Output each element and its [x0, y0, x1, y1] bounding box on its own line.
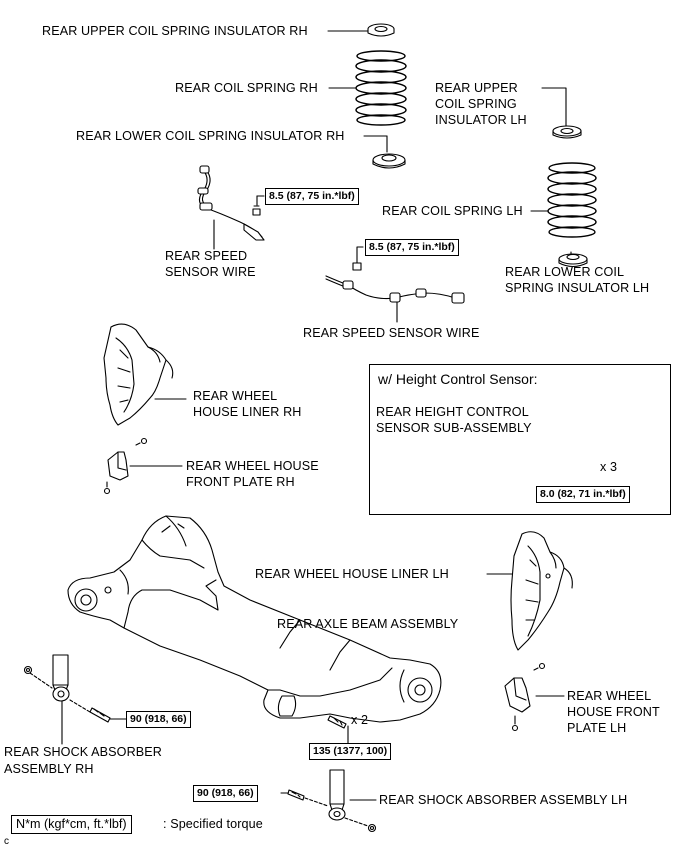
wheel-house-front-plate-lh-shape — [504, 662, 546, 732]
speed-sensor-wire-rh-shape — [197, 165, 265, 241]
label-shock-rh-line1: REAR SHOCK ABSORBER — [4, 745, 162, 759]
label-bolt-quantity: x 2 — [351, 713, 369, 727]
label-shock-rh-line2: ASSEMBLY RH — [4, 762, 94, 776]
label-upper-insulator-lh-line2: COIL SPRING — [435, 97, 517, 111]
torque-shock-rh: 90 (918, 66) — [126, 711, 191, 728]
torque-sensor-rh: 8.5 (87, 75 in.*lbf) — [265, 188, 359, 205]
wheel-house-liner-lh-shape — [510, 531, 573, 651]
speed-sensor-wire-lh-shape — [325, 262, 465, 304]
lower-insulator-lh-shape — [558, 253, 588, 268]
label-upper-insulator-lh-line1: REAR UPPER — [435, 81, 518, 95]
label-lower-insulator-lh-line2: SPRING INSULATOR LH — [505, 281, 650, 295]
height-control-panel: w/ Height Control Sensor: REAR HEIGHT CO… — [369, 364, 671, 515]
wheel-house-liner-rh-shape — [103, 323, 174, 426]
shock-absorber-rh-shape — [23, 654, 111, 723]
label-coil-spring-lh: REAR COIL SPRING LH — [382, 204, 523, 218]
torque-height-sensor: 8.0 (82, 71 in.*lbf) — [536, 486, 630, 503]
label-upper-insulator-rh: REAR UPPER COIL SPRING INSULATOR RH — [42, 24, 308, 38]
label-speed-sensor-lh: REAR SPEED SENSOR WIRE — [303, 326, 480, 340]
coil-spring-rh-shape — [355, 50, 407, 126]
label-speed-sensor-rh-line2: SENSOR WIRE — [165, 265, 256, 279]
axle-beam-shape — [67, 515, 442, 723]
label-lower-insulator-rh: REAR LOWER COIL SPRING INSULATOR RH — [76, 129, 345, 143]
upper-insulator-rh-shape — [367, 23, 395, 37]
label-lower-insulator-lh-line1: REAR LOWER COIL — [505, 265, 625, 279]
label-sensor-quantity: x 3 — [600, 460, 618, 474]
beam-bolt-shape — [327, 715, 347, 729]
label-front-plate-rh-line2: FRONT PLATE RH — [186, 475, 295, 489]
leader-lines — [61, 30, 578, 801]
label-wheel-liner-rh-line2: HOUSE LINER RH — [193, 405, 302, 419]
label-axle-beam: REAR AXLE BEAM ASSEMBLY — [277, 617, 459, 631]
height-panel-title: w/ Height Control Sensor: — [378, 371, 538, 387]
legend-units-box: N*m (kgf*cm, ft.*lbf) — [11, 815, 132, 834]
corner-code: c — [4, 836, 10, 847]
label-wheel-liner-rh-line1: REAR WHEEL — [193, 389, 278, 403]
shock-absorber-lh-shape — [287, 769, 377, 833]
legend-description: : Specified torque — [163, 817, 263, 831]
wheel-house-front-plate-rh-shape — [103, 437, 148, 495]
lower-insulator-rh-shape — [372, 153, 406, 169]
torque-sensor-lh: 8.5 (87, 75 in.*lbf) — [365, 239, 459, 256]
coil-spring-lh-shape — [547, 162, 597, 238]
label-wheel-liner-lh: REAR WHEEL HOUSE LINER LH — [255, 567, 449, 581]
label-speed-sensor-rh-line1: REAR SPEED — [165, 249, 248, 263]
label-height-sensor-line2: SENSOR SUB-ASSEMBLY — [376, 421, 532, 435]
label-upper-insulator-lh-line3: INSULATOR LH — [435, 113, 527, 127]
label-front-plate-lh-line1: REAR WHEEL — [567, 689, 652, 703]
upper-insulator-lh-shape — [552, 125, 582, 139]
torque-beam-bolt: 135 (1377, 100) — [309, 743, 392, 760]
label-shock-lh: REAR SHOCK ABSORBER ASSEMBLY LH — [379, 793, 628, 807]
label-front-plate-rh-line1: REAR WHEEL HOUSE — [186, 459, 319, 473]
label-front-plate-lh-line2: HOUSE FRONT — [567, 705, 660, 719]
torque-shock-lh: 90 (918, 66) — [193, 785, 258, 802]
label-coil-spring-rh: REAR COIL SPRING RH — [175, 81, 318, 95]
label-front-plate-lh-line3: PLATE LH — [567, 721, 627, 735]
label-height-sensor-line1: REAR HEIGHT CONTROL — [376, 405, 529, 419]
